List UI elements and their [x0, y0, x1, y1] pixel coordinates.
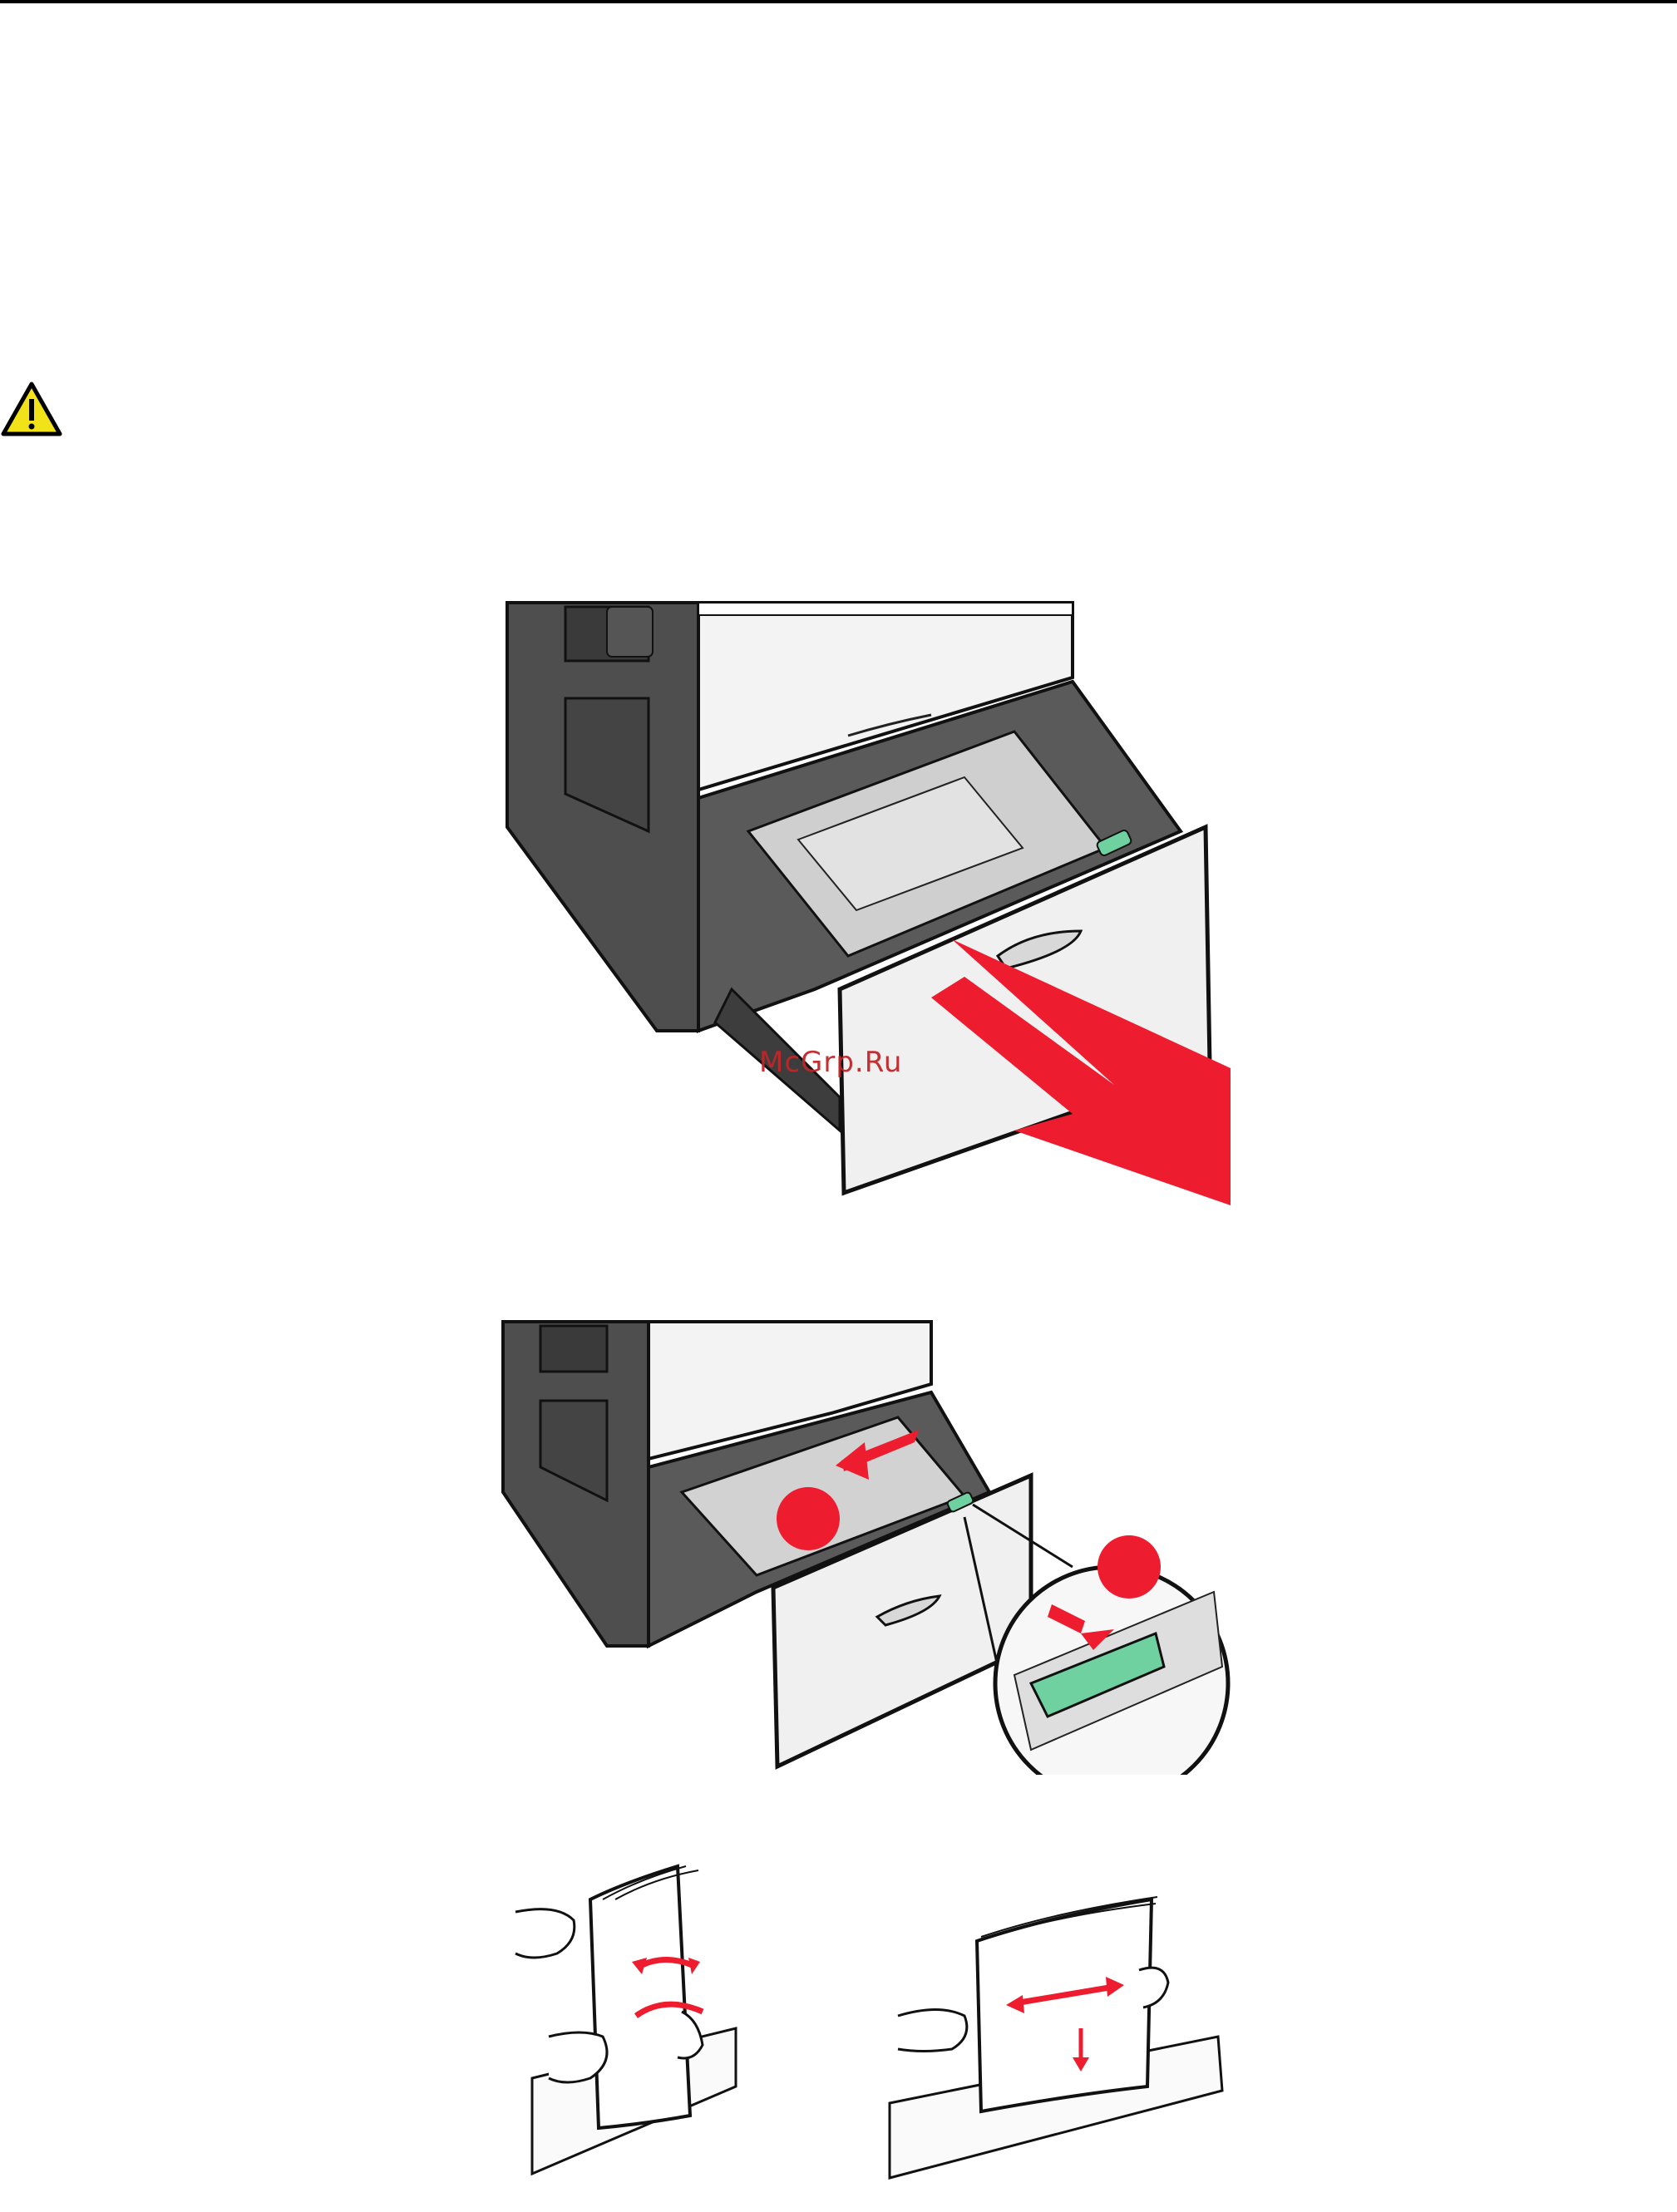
top-rule	[0, 0, 1677, 3]
warning-triangle-icon	[0, 381, 63, 437]
tray-pull-out-illustration	[499, 599, 1231, 1209]
paper-flex-fan-illustration	[499, 1837, 1231, 2186]
watermark-text: McGrp.Ru	[759, 1046, 902, 1079]
guide-squeeze-slide-illustration	[499, 1318, 1231, 1775]
